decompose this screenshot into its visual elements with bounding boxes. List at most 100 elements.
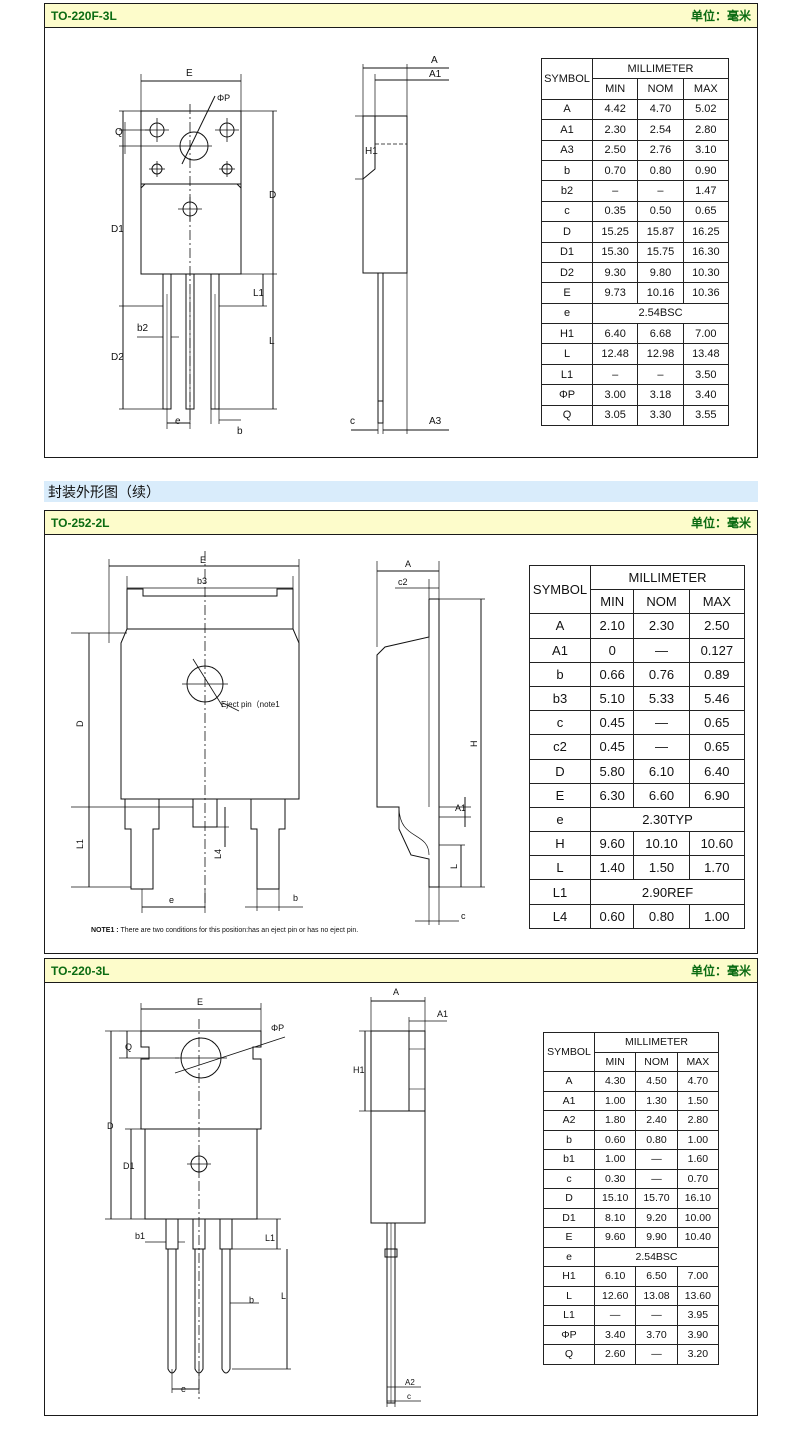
cell-min: – [591, 180, 639, 202]
cell-max: 3.95 [676, 1305, 720, 1326]
cell-max: 3.10 [682, 139, 730, 161]
front-view-drawing: E b3 Eject pin（note1 D L1 L4 e b [71, 551, 303, 913]
cell-min: 15.30 [591, 241, 639, 263]
cell-min: 2.10 [589, 613, 635, 639]
dim-label-c: c [461, 911, 466, 921]
cell-symbol: A1 [541, 119, 593, 141]
col-max: MAX [682, 78, 730, 100]
cell-nom: 15.75 [637, 241, 684, 263]
dim-label-c2: c2 [398, 577, 408, 587]
cell-min: 0.35 [591, 200, 639, 223]
dim-label-Q: Q [125, 1042, 132, 1052]
cell-nom: 13.08 [635, 1285, 678, 1306]
cell-symbol: b2 [541, 180, 593, 202]
cell-min: 6.10 [593, 1266, 637, 1287]
cell-nom: 9.20 [635, 1207, 678, 1228]
section-title: 封装外形图（续） [44, 481, 758, 502]
cell-symbol: E [543, 1227, 595, 1248]
cell-nom: 1.50 [633, 855, 690, 881]
cell-symbol: e [541, 302, 593, 325]
cell-symbol: H [529, 831, 591, 857]
cell-max: 7.00 [682, 323, 730, 345]
dim-label-L1: L1 [253, 288, 265, 299]
cell-symbol: Q [541, 404, 593, 427]
cell-nom: 6.10 [633, 758, 690, 784]
cell-symbol: L1 [541, 363, 593, 386]
cell-max: 3.50 [682, 363, 730, 386]
dim-label-L1: L1 [75, 839, 85, 849]
package-title: TO-220-3L [51, 963, 110, 978]
dim-label-A: A [393, 987, 399, 997]
cell-min: 0.60 [589, 903, 635, 929]
cell-max: 2.80 [676, 1110, 720, 1131]
dim-label-L1: L1 [265, 1233, 275, 1243]
cell-symbol: e [529, 806, 591, 833]
cell-symbol: L1 [529, 879, 591, 905]
cell-nom: 6.68 [637, 323, 684, 345]
cell-nom: 0.76 [633, 661, 690, 687]
cell-nom: – [637, 363, 684, 386]
col-nom: NOM [635, 1051, 678, 1072]
cell-nom: 3.30 [637, 404, 684, 427]
cell-max: 10.60 [688, 831, 746, 857]
symbol-header: SYMBOL [529, 564, 591, 615]
cell-nom: 9.80 [637, 261, 684, 284]
cell-symbol: H1 [543, 1266, 595, 1287]
cell-nom: 2.40 [635, 1110, 678, 1131]
cell-max: 3.55 [682, 404, 730, 427]
cell-min: 1.80 [593, 1110, 637, 1131]
cell-nom: 0.80 [635, 1129, 678, 1150]
cell-nom: 3.18 [637, 384, 684, 406]
dim-label-c: c [407, 1392, 411, 1401]
cell-nom: 4.50 [635, 1071, 678, 1092]
cell-max: 3.90 [676, 1324, 720, 1345]
dim-label-A1: A1 [455, 803, 466, 813]
table-row: L1––3.50 [541, 363, 730, 386]
dim-label-Q: Q [115, 127, 123, 138]
cell-max: 4.70 [676, 1071, 720, 1092]
panel-header: TO-220F-3L 单位：毫米 [45, 4, 757, 28]
cell-min: 0.70 [591, 159, 639, 182]
package-title: TO-220F-3L [51, 8, 117, 23]
cell-max: 10.40 [676, 1227, 720, 1248]
cell-symbol: c [529, 710, 591, 736]
cell-symbol: L1 [543, 1305, 595, 1326]
dim-label-e: e [181, 1384, 186, 1394]
package-panel-to220: TO-220-3L 单位：毫米 [44, 958, 758, 1416]
cell-min: 9.60 [593, 1227, 637, 1248]
side-view-drawing: A A1 H1 c A3 [350, 55, 449, 434]
cell-symbol: ΦP [541, 384, 593, 406]
cell-symbol: D [543, 1188, 595, 1209]
panel-header: TO-220-3L 单位：毫米 [45, 959, 757, 983]
dim-label-D: D [75, 720, 85, 727]
cell-max: 5.46 [688, 685, 746, 712]
cell-symbol: A [541, 98, 593, 121]
dim-label-b3: b3 [197, 576, 207, 586]
cell-max: 13.60 [676, 1285, 720, 1306]
dim-label-b: b [237, 426, 243, 437]
cell-min: 2.50 [591, 139, 639, 161]
cell-symbol: ΦP [543, 1324, 595, 1345]
dim-label-E: E [197, 997, 203, 1007]
dim-label-D1: D1 [123, 1161, 135, 1171]
cell-min: 2.60 [593, 1344, 637, 1365]
cell-nom: — [635, 1344, 678, 1365]
dim-label-H: H [469, 741, 479, 748]
cell-min: 0.30 [593, 1168, 637, 1189]
